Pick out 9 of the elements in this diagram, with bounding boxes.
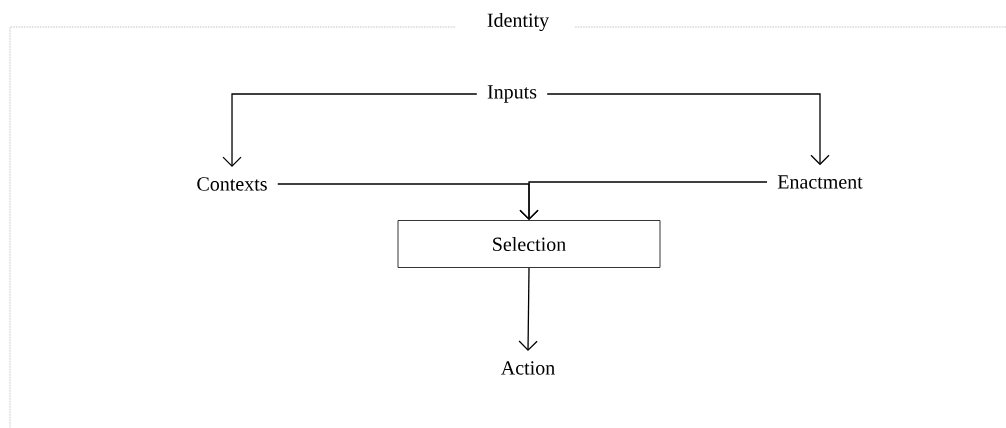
- arrow: [518, 267, 538, 352]
- node-label: Inputs: [487, 85, 537, 103]
- arrow: [222, 93, 478, 168]
- process-box: Selection: [397, 220, 661, 268]
- arrow: [546, 93, 830, 166]
- node-label: Contexts: [197, 177, 267, 191]
- node-label: Action: [501, 361, 555, 375]
- node-label: Enactment: [777, 175, 863, 189]
- arrow: [519, 181, 768, 221]
